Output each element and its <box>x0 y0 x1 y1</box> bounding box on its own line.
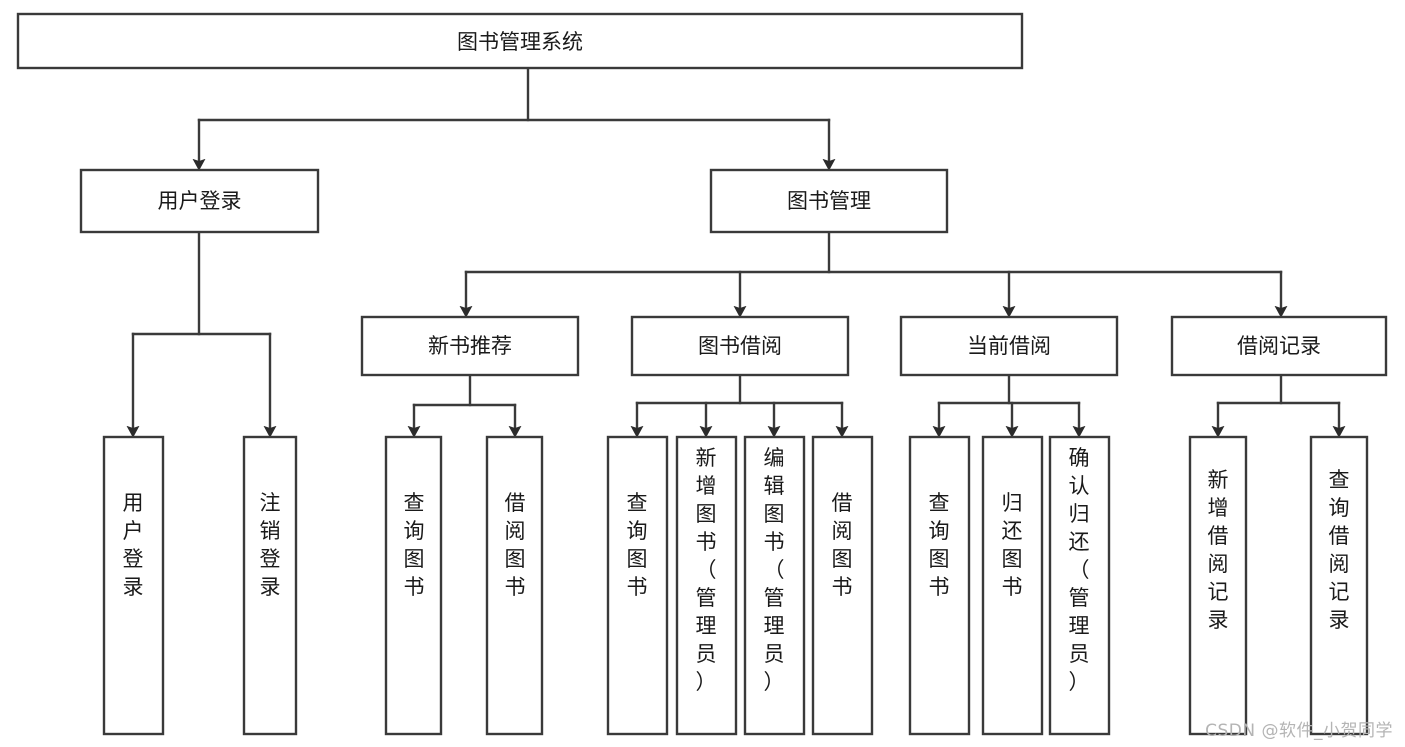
node-leaf-borrow-book-box[interactable] <box>811 435 874 736</box>
node-leaf-borrow-book-recommend-box[interactable] <box>485 435 544 736</box>
node-leaf-borrow-book[interactable]: 借阅图书 <box>811 435 874 736</box>
node-leaf-query-book-borrow-label: 查询图书 <box>627 491 648 599</box>
node-leaf-add-borrow-record-label: 新增借阅记录 <box>1208 468 1229 632</box>
node-leaf-add-book-admin[interactable]: 新增图书（管理员） <box>675 435 738 736</box>
node-leaf-query-book-current-label: 查询图书 <box>929 491 950 599</box>
node-leaf-add-borrow-record[interactable]: 新增借阅记录 <box>1188 435 1248 736</box>
node-leaf-user-login[interactable]: 用户登录 <box>102 435 165 736</box>
node-leaf-query-book-current[interactable]: 查询图书 <box>908 435 971 736</box>
node-borrow-records[interactable]: 借阅记录 <box>1170 315 1388 377</box>
node-book-borrow-label: 图书借阅 <box>698 334 782 358</box>
node-user-login-box[interactable] <box>79 168 320 234</box>
node-leaf-add-borrow-record-box[interactable] <box>1188 435 1248 736</box>
node-book-borrow-box[interactable] <box>630 315 850 377</box>
node-user-login[interactable]: 用户登录 <box>79 168 320 234</box>
node-new-book-recommend[interactable]: 新书推荐 <box>360 315 580 377</box>
node-leaf-query-book-borrow[interactable]: 查询图书 <box>606 435 669 736</box>
node-book-management-box[interactable] <box>709 168 949 234</box>
node-leaf-logout-box[interactable] <box>242 435 298 736</box>
node-leaf-edit-book-admin[interactable]: 编辑图书（管理员） <box>743 435 806 736</box>
csdn-watermark: CSDN @软件_小贺同学 <box>1205 721 1393 741</box>
node-current-borrow-box[interactable] <box>899 315 1119 377</box>
connector-layer <box>126 66 1346 438</box>
node-leaf-edit-book-admin-label: 编辑图书（管理员） <box>764 446 785 694</box>
node-root-label: 图书管理系统 <box>457 30 583 54</box>
node-user-login-label: 用户登录 <box>158 189 242 213</box>
node-borrow-records-label: 借阅记录 <box>1237 334 1321 358</box>
node-leaf-query-book-recommend-label: 查询图书 <box>404 491 425 599</box>
node-leaf-logout[interactable]: 注销登录 <box>242 435 298 736</box>
node-book-management[interactable]: 图书管理 <box>709 168 949 234</box>
node-leaf-add-book-admin-label: 新增图书（管理员） <box>696 446 717 694</box>
node-leaf-confirm-return-admin-box[interactable] <box>1048 435 1111 736</box>
node-new-book-recommend-box[interactable] <box>360 315 580 377</box>
node-root-box[interactable] <box>16 12 1024 70</box>
node-book-management-label: 图书管理 <box>787 189 871 213</box>
node-root[interactable]: 图书管理系统 <box>16 12 1024 70</box>
node-leaf-borrow-book-recommend-label: 借阅图书 <box>505 491 526 599</box>
node-leaf-return-book[interactable]: 归还图书 <box>981 435 1044 736</box>
node-leaf-return-book-label: 归还图书 <box>1002 491 1023 599</box>
node-leaf-confirm-return-admin[interactable]: 确认归还（管理员） <box>1048 435 1111 736</box>
node-leaf-query-borrow-record[interactable]: 查询借阅记录 <box>1309 435 1369 736</box>
node-leaf-query-borrow-record-box[interactable] <box>1309 435 1369 736</box>
node-current-borrow[interactable]: 当前借阅 <box>899 315 1119 377</box>
node-leaf-user-login-box[interactable] <box>102 435 165 736</box>
node-leaf-return-book-box[interactable] <box>981 435 1044 736</box>
node-leaf-user-login-label: 用户登录 <box>123 491 144 599</box>
node-leaf-confirm-return-admin-label: 确认归还（管理员） <box>1069 446 1090 694</box>
node-new-book-recommend-label: 新书推荐 <box>428 334 512 358</box>
node-leaf-query-book-recommend[interactable]: 查询图书 <box>384 435 443 736</box>
node-leaf-add-book-admin-box[interactable] <box>675 435 738 736</box>
node-leaf-borrow-book-label: 借阅图书 <box>832 491 853 599</box>
node-leaf-query-book-borrow-box[interactable] <box>606 435 669 736</box>
node-book-borrow[interactable]: 图书借阅 <box>630 315 850 377</box>
node-current-borrow-label: 当前借阅 <box>967 334 1051 358</box>
node-leaf-query-borrow-record-label: 查询借阅记录 <box>1329 468 1350 632</box>
node-borrow-records-box[interactable] <box>1170 315 1388 377</box>
node-leaf-query-book-recommend-box[interactable] <box>384 435 443 736</box>
node-leaf-edit-book-admin-box[interactable] <box>743 435 806 736</box>
node-leaf-query-book-current-box[interactable] <box>908 435 971 736</box>
node-leaf-logout-label: 注销登录 <box>260 491 281 599</box>
node-leaf-borrow-book-recommend[interactable]: 借阅图书 <box>485 435 544 736</box>
